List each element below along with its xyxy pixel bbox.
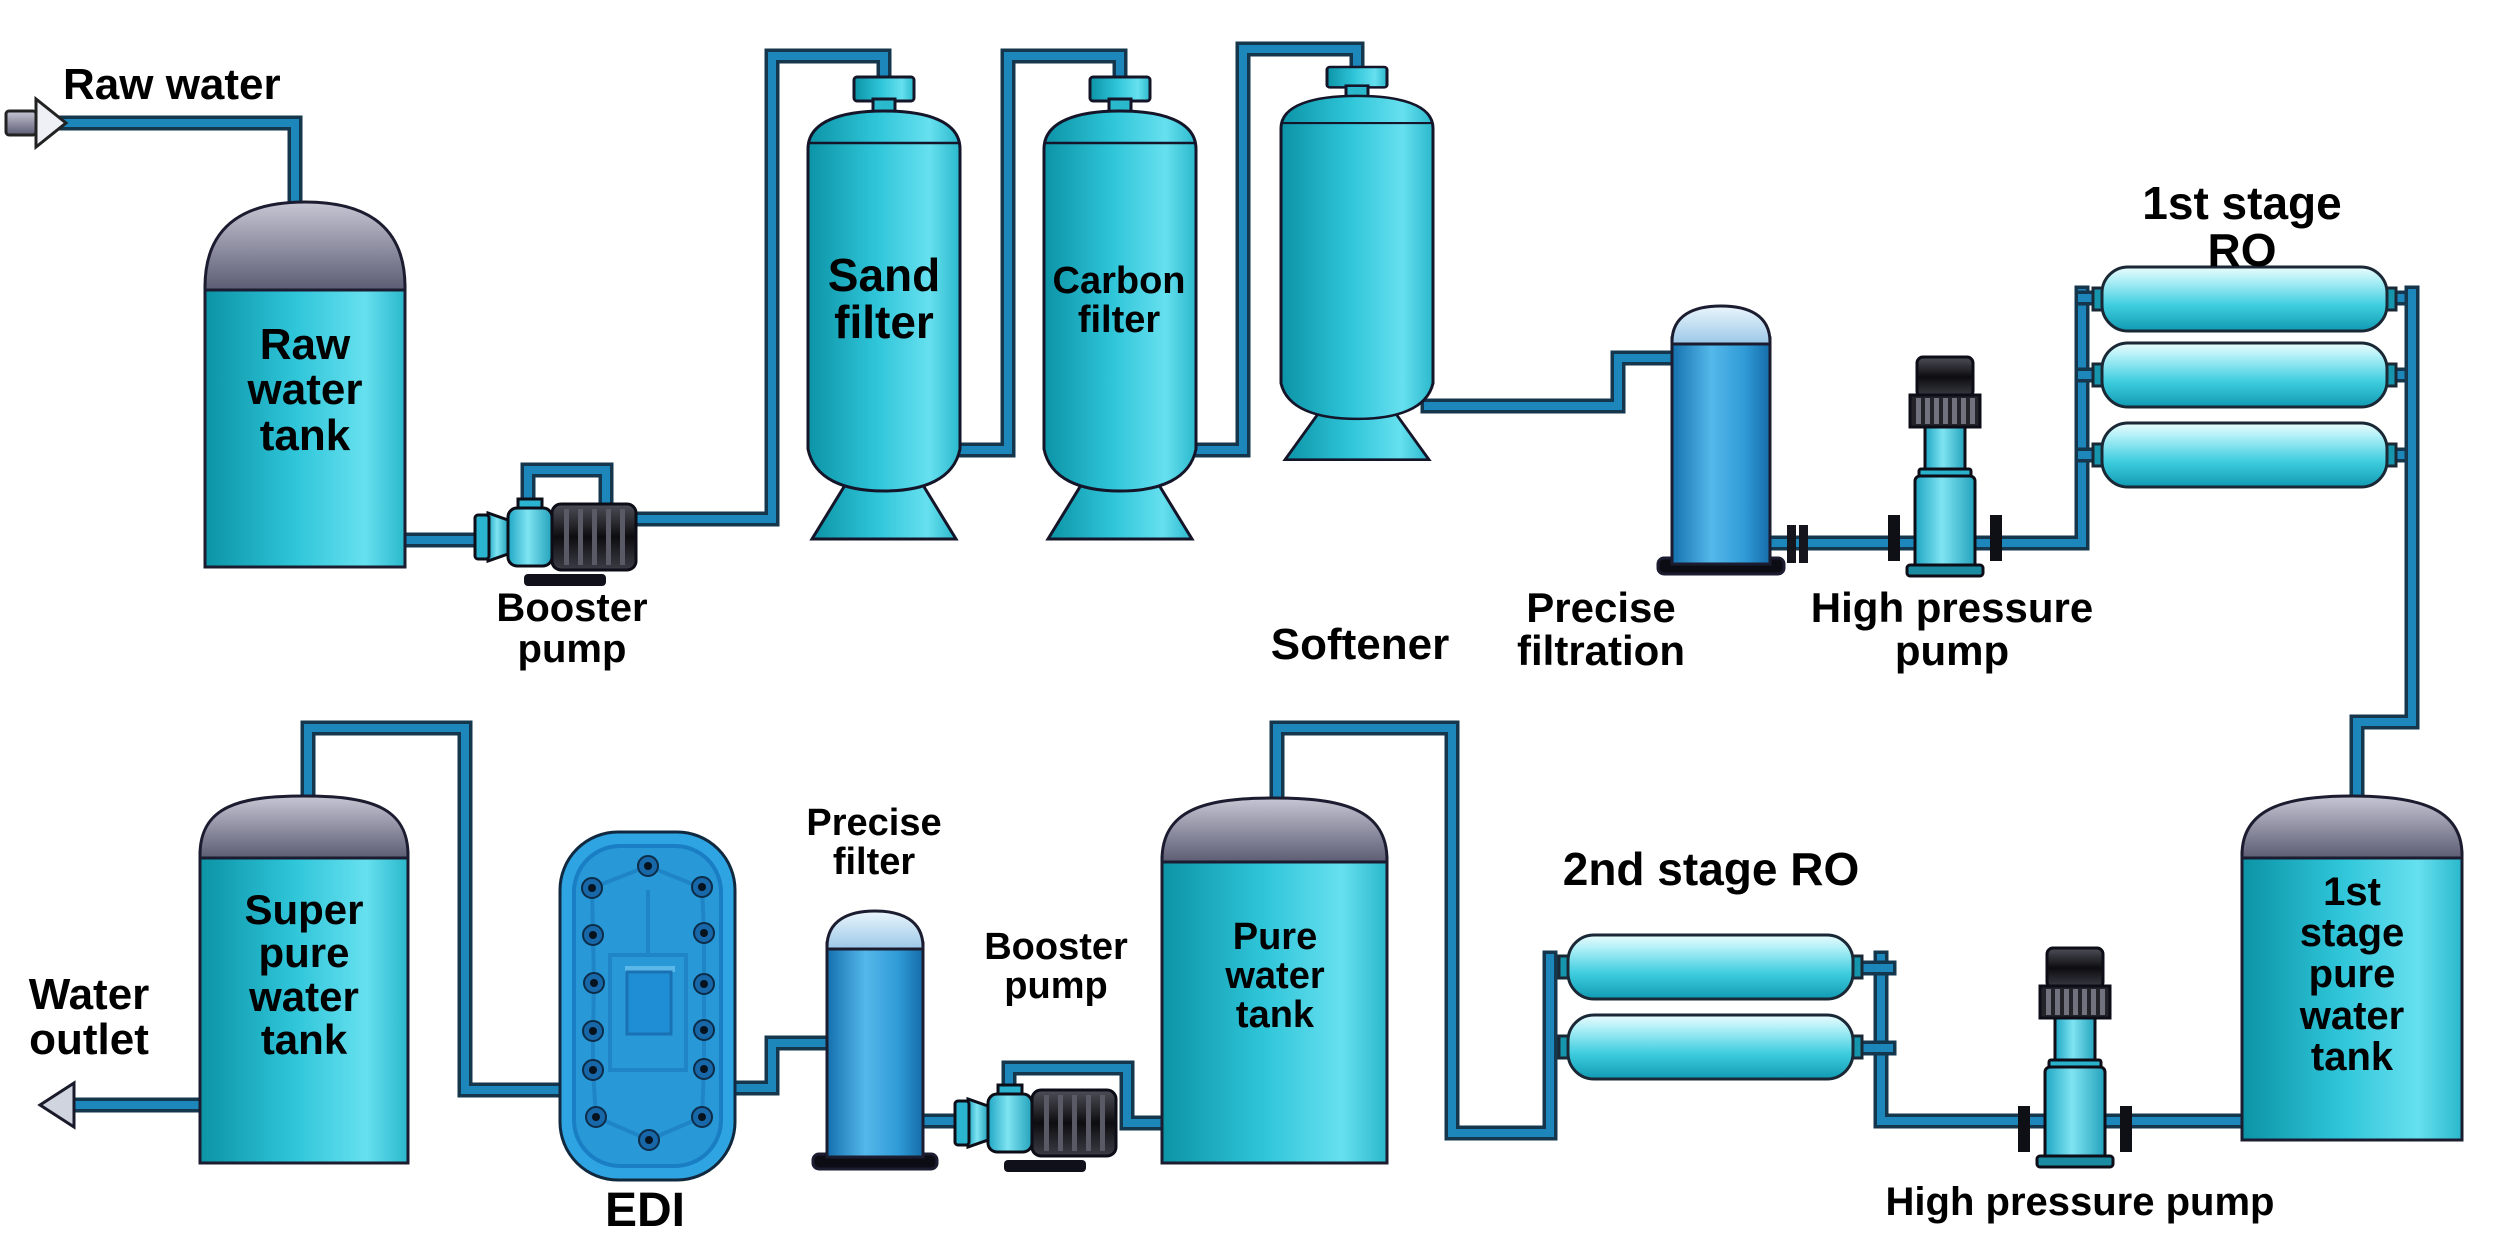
label-sand-filter: Sand filter	[827, 249, 941, 349]
label-precise-filter: Precise filter	[806, 802, 942, 884]
label-softener: Softener	[1270, 620, 1450, 669]
label-first-stage-ro: 1st stage RO	[2142, 177, 2342, 277]
label-raw-water: Raw water	[63, 60, 281, 109]
pipe-precise-filter-to-edi	[720, 1035, 846, 1096]
edi-unit	[558, 830, 737, 1182]
first-stage-pure-water-tank	[2240, 794, 2464, 1142]
pipe-carbon-to-softener	[1180, 41, 1365, 458]
label-super-pure-water-tank: Super pure water tank	[244, 886, 364, 1063]
pipe-flange	[1799, 525, 1808, 563]
label-carbon-filter: Carbon filter	[1052, 260, 1186, 342]
super-pure-water-tank	[198, 794, 410, 1165]
label-raw-water-tank: Raw water tank	[247, 320, 363, 460]
label-pure-water-tank: Pure water tank	[1225, 916, 1325, 1037]
label-water-outlet: Water outlet	[28, 970, 150, 1065]
label-second-stage-ro: 2nd stage RO	[1562, 843, 1860, 895]
label-high-pressure-pump-bottom: High pressure pump	[1885, 1180, 2275, 1224]
label-high-pressure-pump-top: High pressure pump	[1810, 584, 2094, 675]
raw-water-tank	[203, 200, 407, 569]
pipe-sand-to-carbon-filter	[944, 48, 1128, 458]
first-stage-ro-membranes	[2091, 265, 2398, 489]
equipment	[4, 65, 2464, 1182]
pipe-softener-to-precise-filtration	[1420, 350, 1686, 414]
label-booster-pump-top: Booster pump	[496, 586, 648, 672]
label-edi: EDI	[604, 1184, 686, 1237]
label-first-stage-pure-water-tank: 1st stage pure water tank	[2299, 870, 2405, 1079]
label-precise-filtration: Precise filtration	[1517, 584, 1685, 675]
softener-vessel	[1279, 65, 1435, 462]
raw-water-inlet-arrow-icon	[4, 95, 69, 151]
label-booster-pump-bottom: Booster pump	[984, 926, 1128, 1008]
pipe-pure-tank-to-booster-pump2	[1001, 1060, 1178, 1131]
precise-filtration-column	[1656, 304, 1786, 576]
water-outlet-arrow-icon	[37, 1080, 76, 1130]
pipe-booster-pump-to-sand-filter	[520, 48, 892, 527]
edi-bolt-centers	[588, 862, 708, 1144]
pure-water-tank	[1160, 796, 1389, 1165]
precise-filter-column	[811, 909, 939, 1171]
pipe-flange	[1787, 525, 1796, 563]
pipe-edi-to-super-pure-tank	[300, 720, 580, 1098]
pipe-raw-water-inlet	[54, 115, 303, 220]
